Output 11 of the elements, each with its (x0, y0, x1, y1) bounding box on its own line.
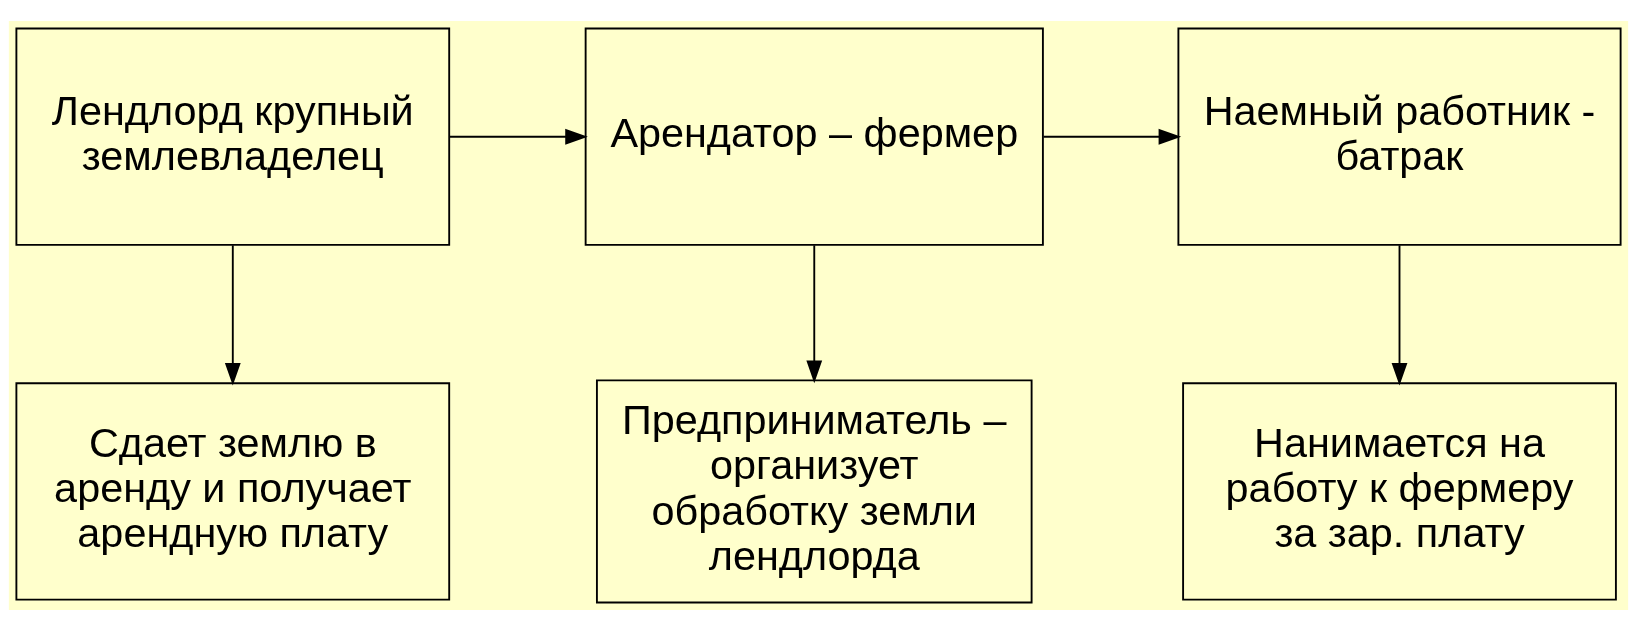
node-box: Нанимается на работу к фермеру за зар. плату (1182, 381, 1617, 601)
arrow (448, 128, 588, 145)
node-box: Лендлорд крупный землевладелец (15, 27, 451, 246)
node-box: Предприниматель – организует обработку земли лендлорда (595, 379, 1033, 603)
node-box: Сдает землю в аренду и получает арендную плату (15, 381, 451, 601)
arrow (1042, 128, 1182, 145)
arrow (224, 243, 241, 386)
node-box: Арендатор – фермер (584, 27, 1044, 246)
node-box: Наемный работник - батрак (1177, 27, 1622, 246)
arrow (806, 243, 823, 383)
arrow (1391, 243, 1408, 386)
